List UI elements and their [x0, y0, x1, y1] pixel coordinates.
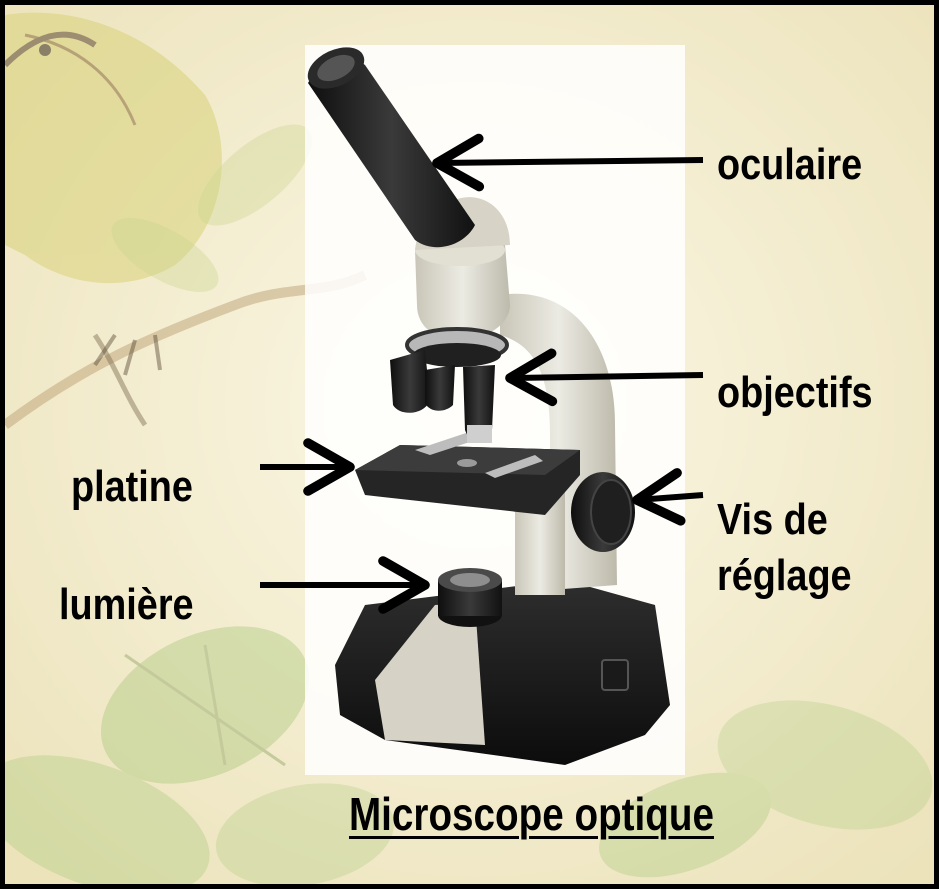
label-vis-line1: Vis de [717, 492, 852, 548]
label-platine: platine [71, 465, 193, 509]
label-oculaire: oculaire [717, 143, 862, 187]
label-vis-line2: réglage [717, 548, 852, 604]
arrow-oculaire [437, 160, 703, 163]
pointer-arrows [5, 5, 939, 889]
arrow-vis-de-reglage [637, 495, 703, 500]
arrow-objectifs [510, 375, 703, 378]
figure-caption: Microscope optique [349, 791, 714, 837]
label-vis-de-reglage: Vis de réglage [717, 492, 852, 604]
label-lumiere: lumière [59, 583, 194, 627]
label-objectifs: objectifs [717, 371, 873, 415]
